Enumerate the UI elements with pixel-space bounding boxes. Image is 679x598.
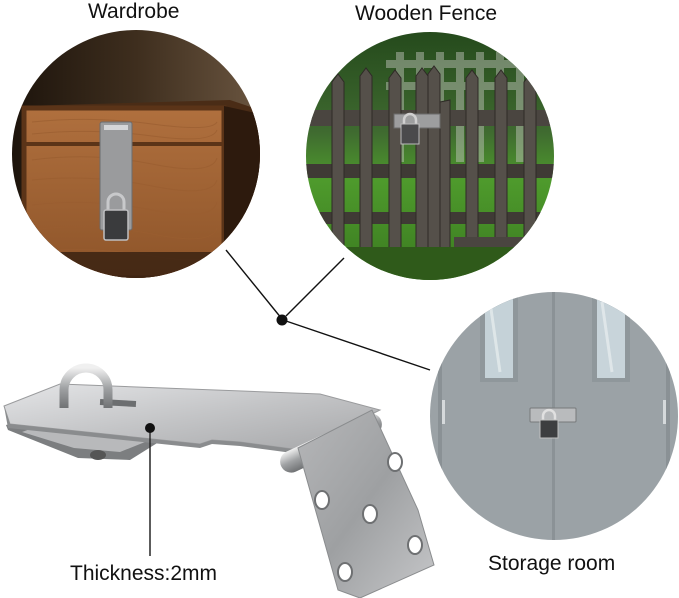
wooden-fence-scene-image <box>306 32 554 280</box>
wooden-fence-label: Wooden Fence <box>355 2 498 25</box>
wardrobe-scene-image <box>12 30 260 278</box>
hasp-product-image <box>0 340 440 598</box>
wardrobe-label: Wardrobe <box>88 0 180 23</box>
storage-room-label: Storage room <box>488 552 616 575</box>
storage-room-scene-image <box>430 292 678 540</box>
thickness-label: Thickness:2mm <box>70 562 218 585</box>
